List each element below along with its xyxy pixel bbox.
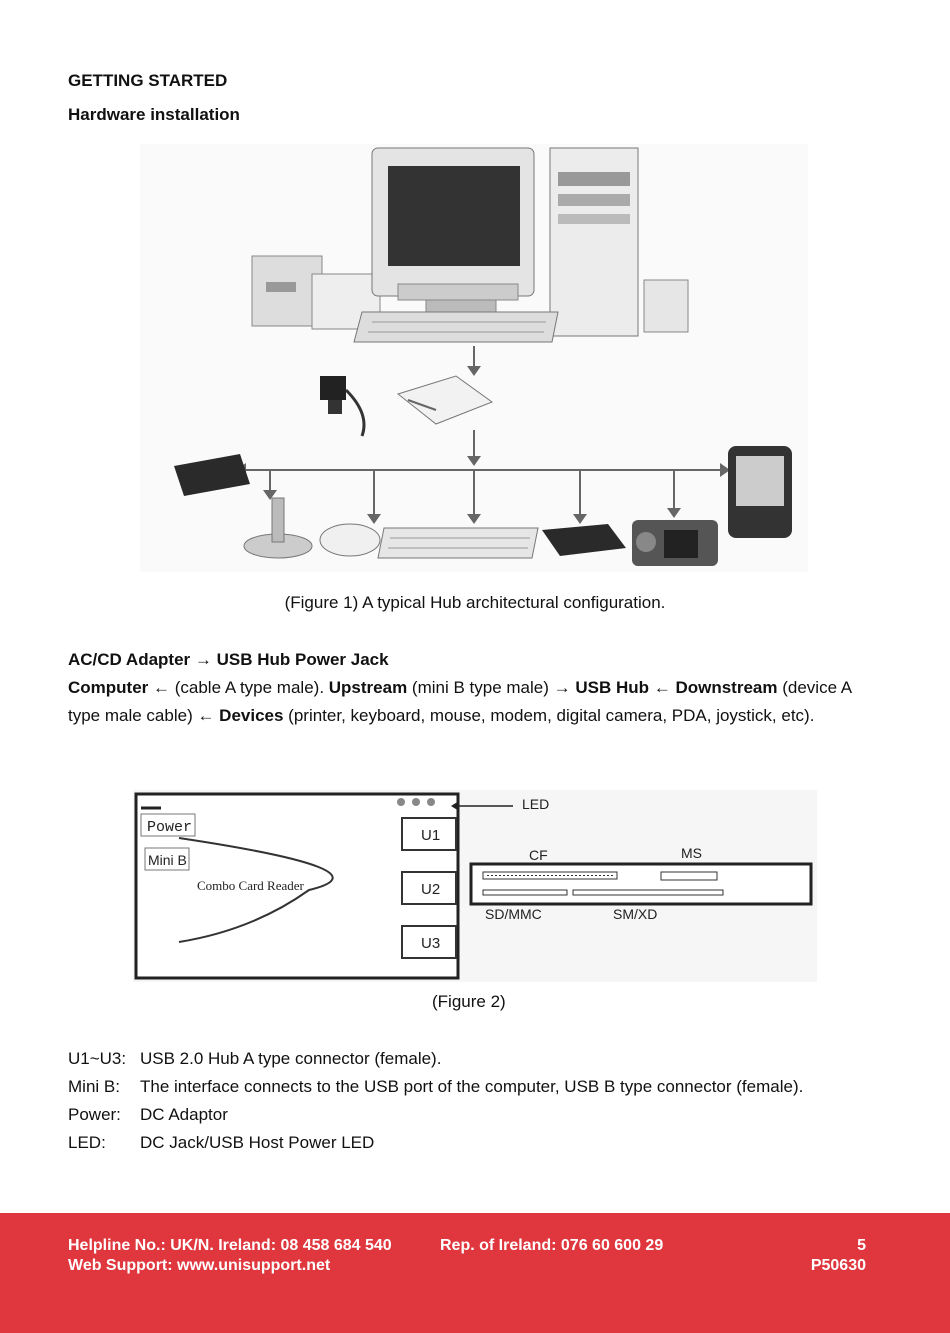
sd-mmc-slot-label: SD/MMC bbox=[485, 906, 542, 922]
definition-term: U1~U3: bbox=[68, 1049, 127, 1068]
product-code: P50630 bbox=[810, 1257, 866, 1274]
upstream-label: Upstream bbox=[328, 678, 408, 697]
helpline-text: Helpline No.: UK/N. Ireland: 08 458 684 … bbox=[68, 1237, 392, 1254]
tower-pc-illustration bbox=[549, 147, 639, 337]
definition-desc: The interface connects to the USB port o… bbox=[140, 1077, 804, 1096]
pda-illustration bbox=[728, 446, 792, 538]
usb-hub-device-illustration bbox=[396, 375, 494, 425]
sm-xd-slot-label: SM/XD bbox=[613, 906, 657, 922]
ireland-helpline-text: Rep. of Ireland: 076 60 600 29 bbox=[440, 1237, 664, 1254]
web-support-text: Web Support: www.unisupport.net bbox=[68, 1257, 331, 1274]
keyboard-illustration bbox=[353, 311, 559, 343]
definition-desc: DC Jack/USB Host Power LED bbox=[140, 1133, 375, 1152]
definition-desc: DC Adaptor bbox=[140, 1105, 228, 1124]
connector-definitions: U1~U3: USB 2.0 Hub A type connector (fem… bbox=[68, 1045, 868, 1157]
card-reader-diagram: Power Mini B Combo Card Reader U1 U2 U3 … bbox=[133, 790, 817, 982]
left-arrow-icon: ← bbox=[653, 678, 671, 697]
figure1-caption: (Figure 1) A typical Hub architectural c… bbox=[284, 593, 666, 612]
ms-slot-label: MS bbox=[681, 845, 702, 861]
usb-keyboard-illustration bbox=[377, 527, 539, 559]
devices-label: Devices bbox=[214, 706, 284, 725]
devices-list: (printer, keyboard, mouse, modem, digita… bbox=[283, 706, 815, 725]
speaker-left-illustration bbox=[251, 255, 381, 330]
printer-illustration bbox=[174, 454, 250, 496]
definition-term: Power: bbox=[68, 1105, 121, 1124]
u1-port-label: U1 bbox=[421, 827, 440, 844]
combo-card-reader-label: Combo Card Reader bbox=[197, 878, 305, 893]
page-footer: Helpline No.: UK/N. Ireland: 08 458 684 … bbox=[0, 1213, 950, 1333]
definition-desc: USB 2.0 Hub A type connector (female). bbox=[140, 1049, 442, 1068]
u2-port-label: U2 bbox=[421, 881, 440, 898]
definition-row: U1~U3: USB 2.0 Hub A type connector (fem… bbox=[68, 1045, 868, 1073]
joystick-illustration bbox=[243, 497, 313, 559]
adapter-label: AC/CD Adapter bbox=[68, 650, 195, 669]
led-label: LED bbox=[522, 796, 549, 812]
power-adapter-illustration bbox=[320, 376, 366, 437]
modem-illustration bbox=[542, 524, 626, 556]
downstream-label: Downstream bbox=[670, 678, 778, 697]
adapter-connection-text: AC/CD Adapter → USB Hub Power Jack bbox=[68, 646, 888, 674]
cf-slot-label: CF bbox=[529, 847, 548, 863]
mouse-illustration bbox=[319, 523, 381, 557]
definition-term: LED: bbox=[68, 1133, 106, 1152]
definition-row: LED: DC Jack/USB Host Power LED bbox=[68, 1129, 868, 1157]
left-arrow-icon: ← bbox=[153, 678, 171, 697]
right-arrow-icon: → bbox=[553, 678, 571, 697]
left-arrow-icon: ← bbox=[197, 706, 215, 725]
definition-row: Power: DC Adaptor bbox=[68, 1101, 868, 1129]
monitor-illustration bbox=[371, 147, 535, 313]
mini-b-label: Mini B bbox=[148, 852, 187, 868]
definition-term: Mini B: bbox=[68, 1077, 120, 1096]
section-heading: Hardware installation bbox=[68, 105, 240, 124]
speaker-right-illustration bbox=[643, 279, 689, 333]
digital-camera-illustration bbox=[632, 520, 718, 566]
power-label: Power bbox=[147, 819, 192, 836]
computer-label: Computer bbox=[68, 678, 149, 697]
u3-port-label: U3 bbox=[421, 935, 440, 952]
right-arrow-icon: → bbox=[194, 650, 212, 669]
page-heading: GETTING STARTED bbox=[68, 71, 228, 90]
definition-row: Mini B: The interface connects to the US… bbox=[68, 1073, 868, 1101]
figure2-caption: (Figure 2) bbox=[432, 992, 506, 1011]
connection-description: Computer ← (cable A type male). Upstream… bbox=[68, 678, 852, 725]
page-number: 5 bbox=[857, 1237, 866, 1254]
usb-hub-label: USB Hub bbox=[570, 678, 654, 697]
power-jack-label: USB Hub Power Jack bbox=[211, 650, 389, 669]
hub-architecture-figure bbox=[140, 144, 808, 572]
